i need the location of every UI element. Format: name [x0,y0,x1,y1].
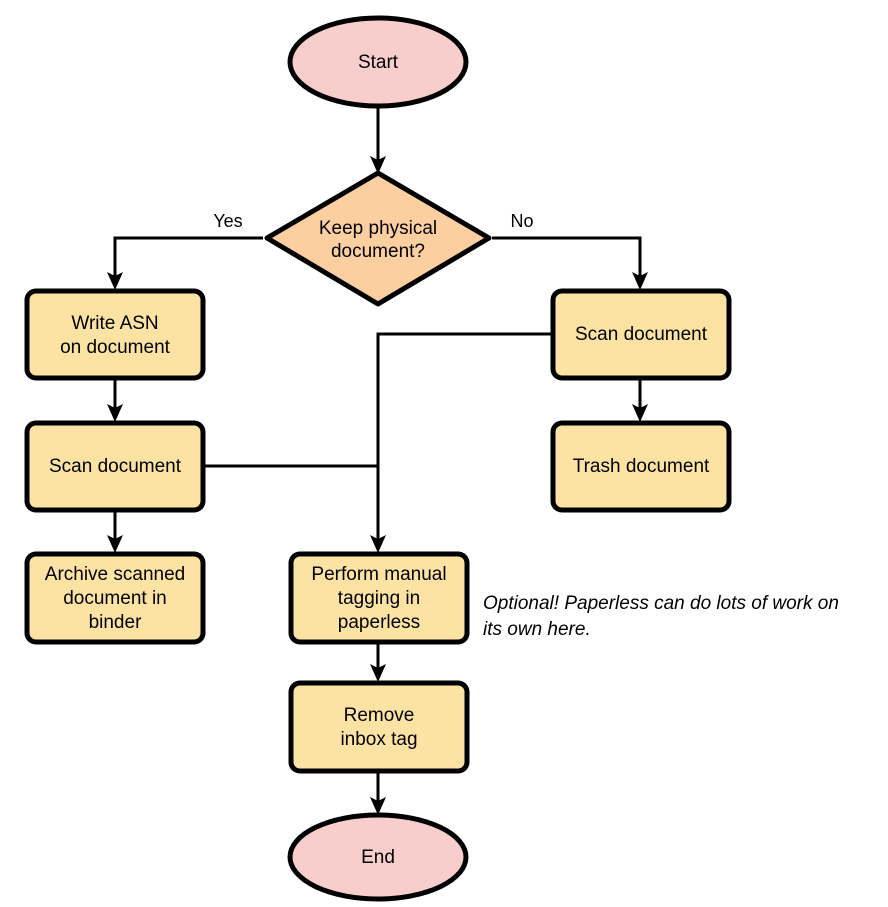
annotation-optional-note: Optional! Paperless can do lots of work … [483,593,839,640]
start-ellipse [287,15,469,109]
annotation-line2: its own here. [483,619,591,640]
node-end[interactable]: End [287,812,469,902]
tagging-label-line2: tagging in [338,588,420,609]
tagging-label-line3: paperless [338,612,420,633]
write-asn-label-line1: Write ASN [71,313,158,334]
edge-remove-inbox-to-end [370,771,386,815]
edge-label-no: No [510,211,533,231]
decision-label-line1: Keep physical [319,218,437,239]
remove-inbox-tag-box [288,680,470,774]
scan-document-right-box [550,288,732,381]
scan-document-left-box [24,420,206,513]
node-write-asn[interactable]: Write ASN on document [24,288,206,381]
node-archive-scanned-document[interactable]: Archive scanned document in binder [24,551,206,645]
node-decision-keep-physical-document[interactable]: Keep physical document? [264,170,492,307]
end-ellipse [287,812,469,902]
decision-diamond [264,170,492,307]
edge-label-yes: Yes [213,211,242,231]
edge-tagging-to-remove-inbox [370,643,386,682]
edge-scan-left-to-archive [107,510,123,553]
edge-start-to-decision [370,105,386,174]
start-label: Start [358,52,399,73]
scan-document-left-label: Scan document [49,456,182,477]
tagging-box [288,551,470,645]
edges-layer [107,105,648,815]
trash-document-box [550,420,732,513]
remove-inbox-label-line2: inbox tag [340,729,417,750]
node-scan-document-left[interactable]: Scan document [24,420,206,513]
archive-box [24,551,206,645]
edge-write-asn-to-scan-left [107,379,123,422]
write-asn-box [24,288,206,381]
write-asn-label-line2: on document [60,337,171,358]
remove-inbox-label-line1: Remove [344,705,415,726]
decision-label-line2: document? [331,241,425,262]
archive-label-line3: binder [89,612,142,633]
node-trash-document[interactable]: Trash document [550,420,732,513]
node-scan-document-right[interactable]: Scan document [550,288,732,381]
edge-scan-right-to-tagging [376,332,552,541]
scan-document-right-label: Scan document [575,324,708,345]
end-label: End [361,847,395,868]
node-remove-inbox-tag[interactable]: Remove inbox tag [288,680,470,774]
trash-document-label: Trash document [573,456,710,477]
edge-decision-yes-to-write-asn [107,236,263,290]
annotation-line1: Optional! Paperless can do lots of work … [483,593,839,614]
node-perform-manual-tagging[interactable]: Perform manual tagging in paperless [288,551,470,645]
edge-scan-right-to-trash [632,379,648,422]
node-start[interactable]: Start [287,15,469,109]
tagging-label-line1: Perform manual [311,564,446,585]
archive-label-line2: document in [63,588,167,609]
edge-scan-left-to-tagging [204,464,386,553]
archive-label-line1: Archive scanned [45,564,185,585]
edge-decision-no-to-scan-right [492,236,648,290]
